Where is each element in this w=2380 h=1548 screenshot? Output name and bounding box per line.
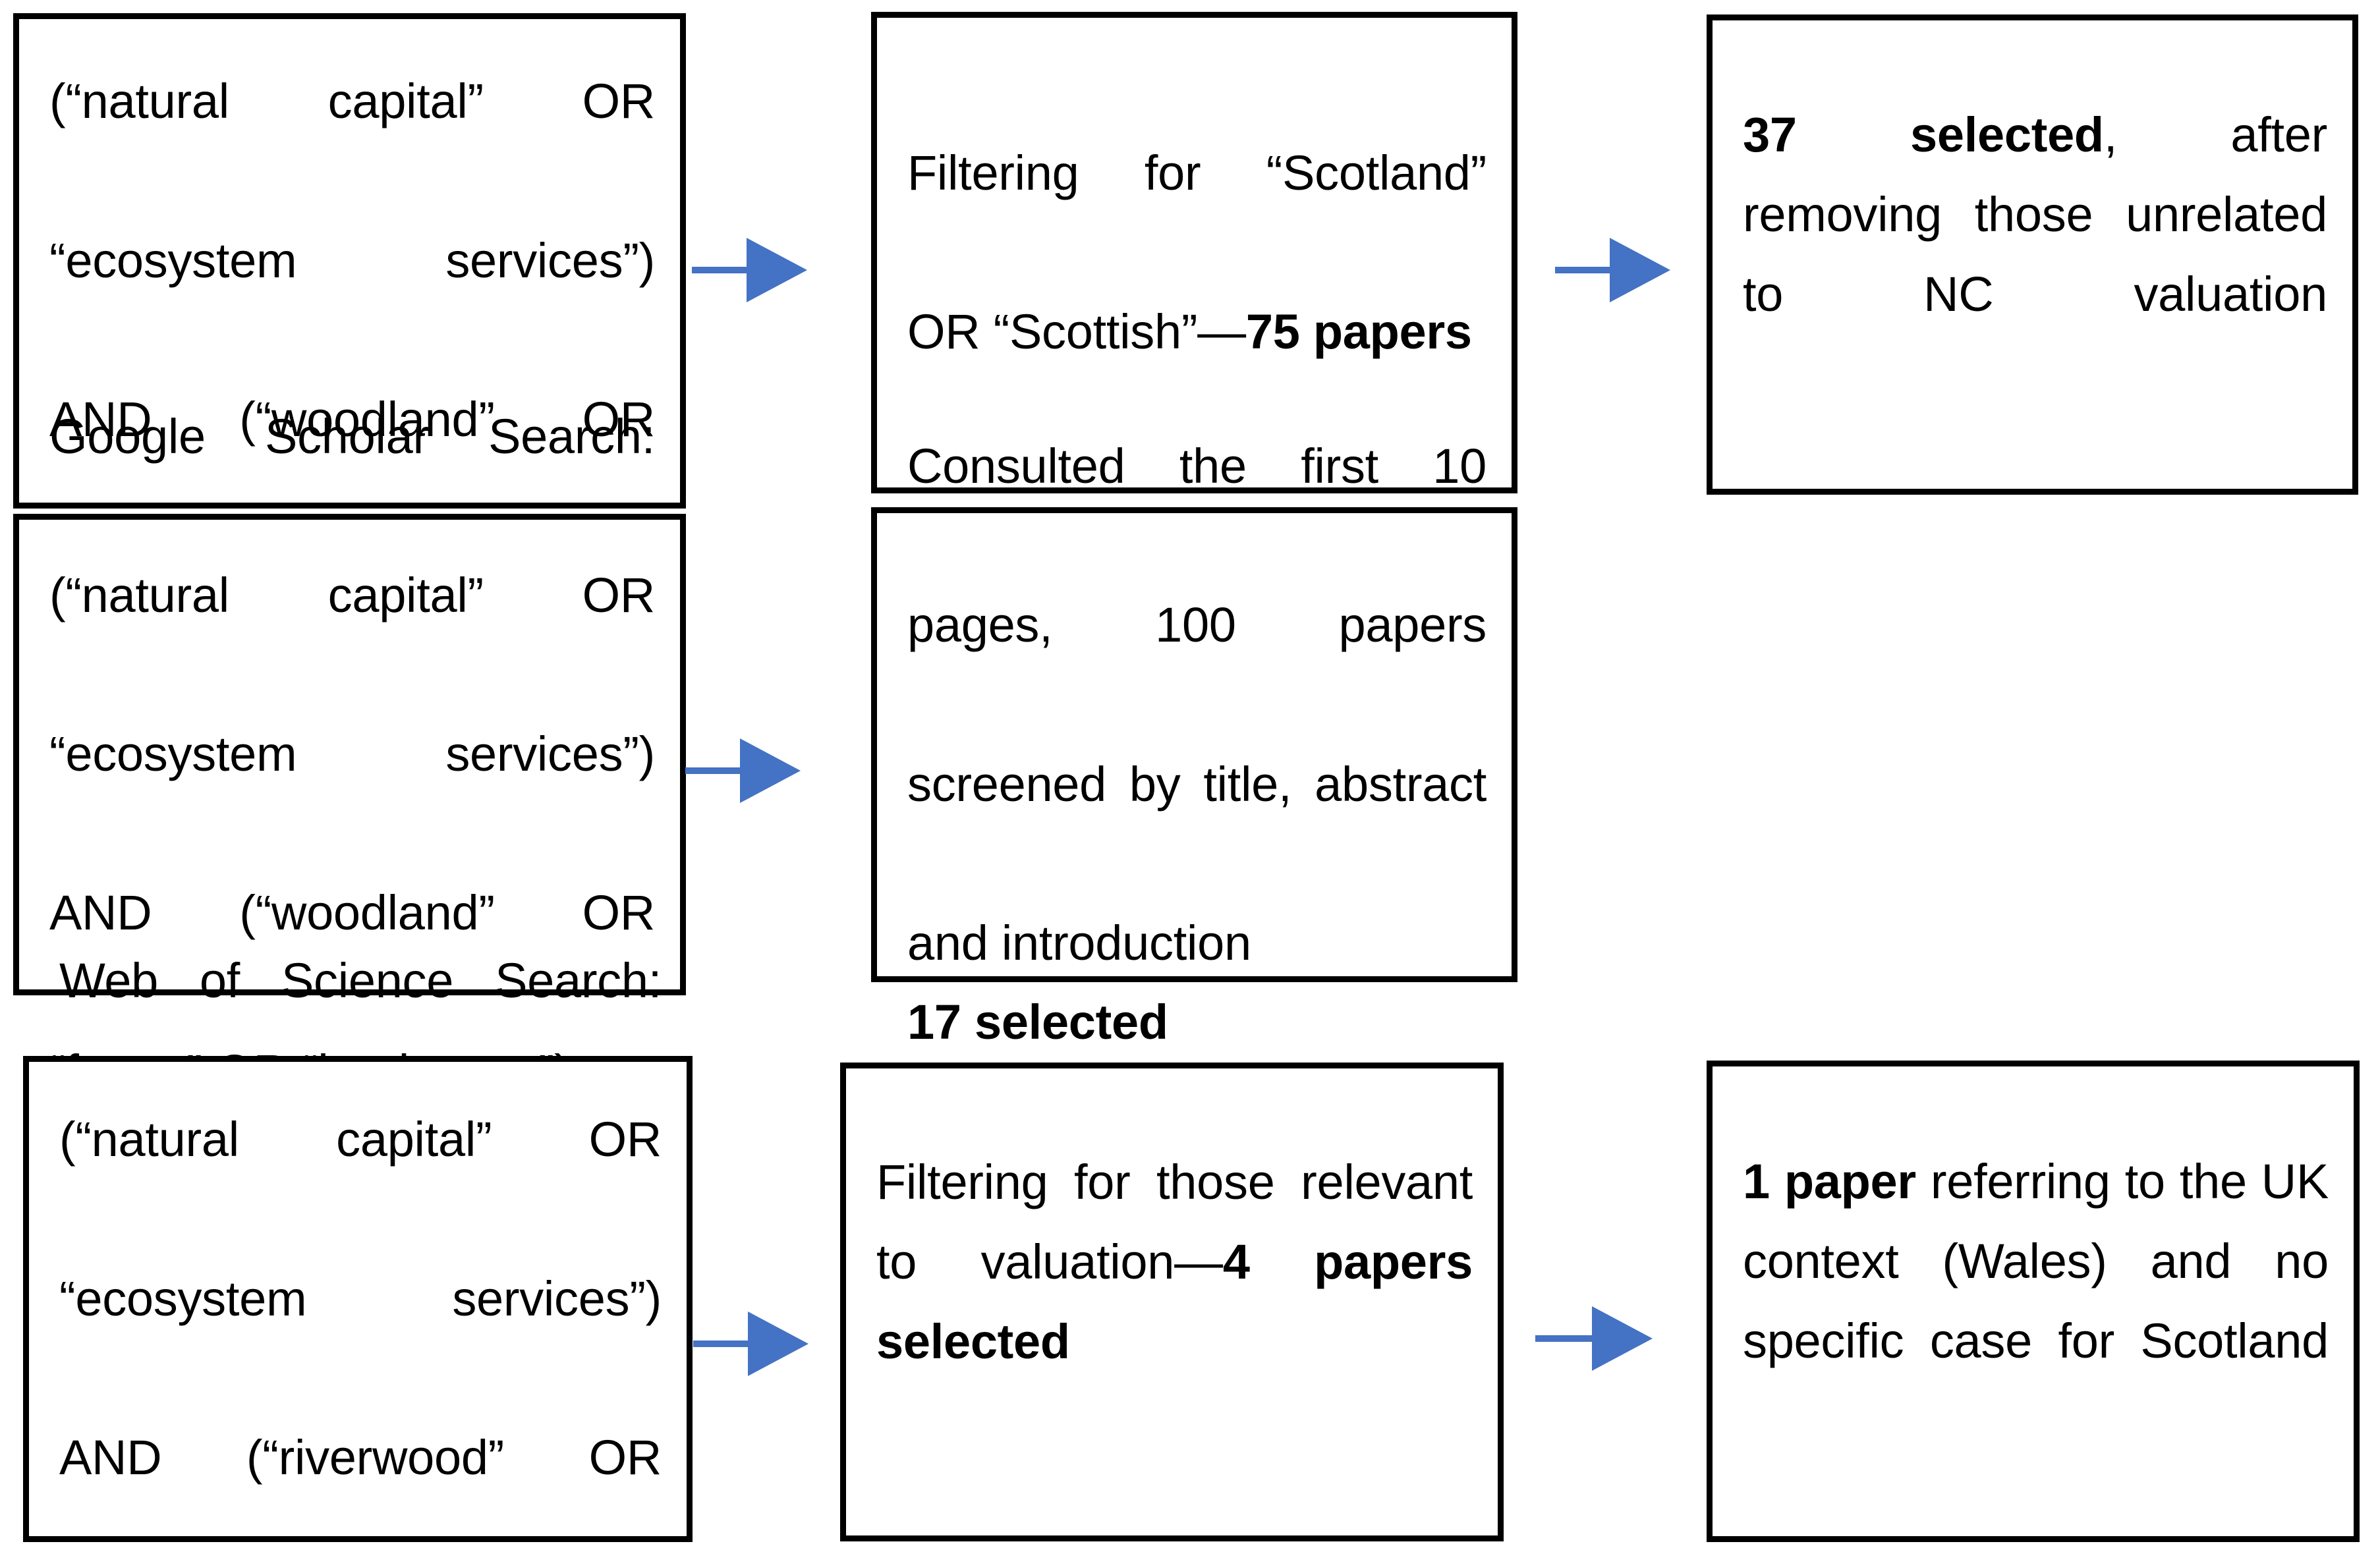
arrow-shaft — [1535, 1335, 1603, 1342]
consulted-line-3: screened by title, abstract — [907, 756, 1487, 812]
arrow-shaft — [1555, 267, 1621, 273]
wos-riverwood-line-2: (“natural capital” OR — [59, 1112, 662, 1167]
selected-37-paragraph: 37 selected, after removing those unrela… — [1743, 96, 2327, 413]
wos-riverwood-line-3: “ecosystem services”) — [59, 1271, 662, 1326]
arrow-head — [740, 738, 801, 803]
arrow-head — [747, 238, 807, 302]
box-1-paper-result: 1 paper referring to the UK context (Wal… — [1707, 1061, 2360, 1542]
wos-woodland-line-2: (“natural capital” OR — [49, 74, 655, 129]
gscholar-line-2: (“natural capital” OR — [49, 567, 655, 622]
filter-scotland-count: 75 papers — [1245, 304, 1472, 359]
box-web-of-science-riverwood-search: Web of Science Search: (“natural capital… — [23, 953, 693, 1542]
box-filtering-for-scotland: Filtering for “Scotland” OR “Scottish”—7… — [871, 12, 1517, 493]
box-37-selected-result-text: 37 selected, after removing those unrela… — [1713, 96, 2352, 413]
box-filtering-for-valuation: Filtering for those relevant to valuatio… — [840, 1063, 1504, 1541]
wos-woodland-line-4: AND (“woodland” OR — [49, 391, 655, 447]
consulted-line-5: 17 selected — [907, 983, 1487, 1063]
paper-1-rest: referring to the UK context (Wales) and … — [1743, 1154, 2329, 1368]
gscholar-line-3: “ecosystem services”) — [49, 727, 655, 782]
selected-37-rest: , after removing those unrelated to NC v… — [1743, 107, 2327, 321]
consulted-line-2: pages, 100 papers — [907, 597, 1487, 653]
filter-valuation-paragraph: Filtering for those relevant to valuatio… — [876, 1143, 1473, 1460]
box-filtering-for-valuation-text: Filtering for those relevant to valuatio… — [846, 1143, 1498, 1460]
arrow-head — [1592, 1306, 1653, 1371]
gscholar-line-1: Google Scholar Search: — [49, 408, 655, 464]
wos-woodland-line-3: “ecosystem services”) — [49, 233, 655, 288]
selected-37-count: 37 selected — [1743, 107, 2104, 163]
gscholar-line-4: AND (“woodland” OR — [49, 885, 655, 941]
filter-valuation-plain: Filtering for those relevant to valuatio… — [876, 1155, 1473, 1289]
wos-riverwood-line-4: AND (“riverwood” OR — [59, 1429, 662, 1485]
paper-1-count: 1 paper — [1743, 1154, 1916, 1209]
arrow-shaft — [693, 1341, 759, 1347]
arrow-head — [1610, 238, 1670, 302]
filter-scotland-plain: OR “Scottish”— — [907, 304, 1246, 359]
arrow-shaft — [685, 767, 751, 774]
filter-scotland-line-2: OR “Scottish”—75 papers — [907, 292, 1487, 372]
arrow-head — [748, 1312, 808, 1376]
box-google-scholar-search: Google Scholar Search: (“natural capital… — [13, 409, 686, 1099]
consulted-line-4: and introduction — [907, 915, 1251, 970]
wos-riverwood-line-1: Web of Science Search: — [59, 953, 662, 1009]
consulted-line-1: Consulted the first 10 — [907, 439, 1487, 494]
box-1-paper-result-text: 1 paper referring to the UK context (Wal… — [1713, 1142, 2354, 1460]
filter-scotland-line-1: Filtering for “Scotland” — [907, 145, 1487, 200]
box-37-selected-result: 37 selected, after removing those unrela… — [1707, 14, 2358, 495]
box-consulted-first-10-pages: Consulted the first 10 pages, 100 papers… — [871, 439, 1517, 1049]
box-filtering-for-scotland-text: Filtering for “Scotland” OR “Scottish”—7… — [877, 134, 1512, 372]
wos-woodland-line-1: Web of Science Search: — [49, 0, 655, 62]
consulted-selected-count: 17 selected — [907, 995, 1168, 1050]
filter-valuation-count: 4 papers selected — [876, 1234, 1473, 1369]
box-web-of-science-riverwood-search-text: Web of Science Search: (“natural capital… — [29, 941, 687, 1548]
paper-1-paragraph: 1 paper referring to the UK context (Wal… — [1743, 1142, 2329, 1460]
box-consulted-first-10-pages-text: Consulted the first 10 pages, 100 papers… — [877, 427, 1512, 1063]
arrow-shaft — [692, 267, 758, 273]
